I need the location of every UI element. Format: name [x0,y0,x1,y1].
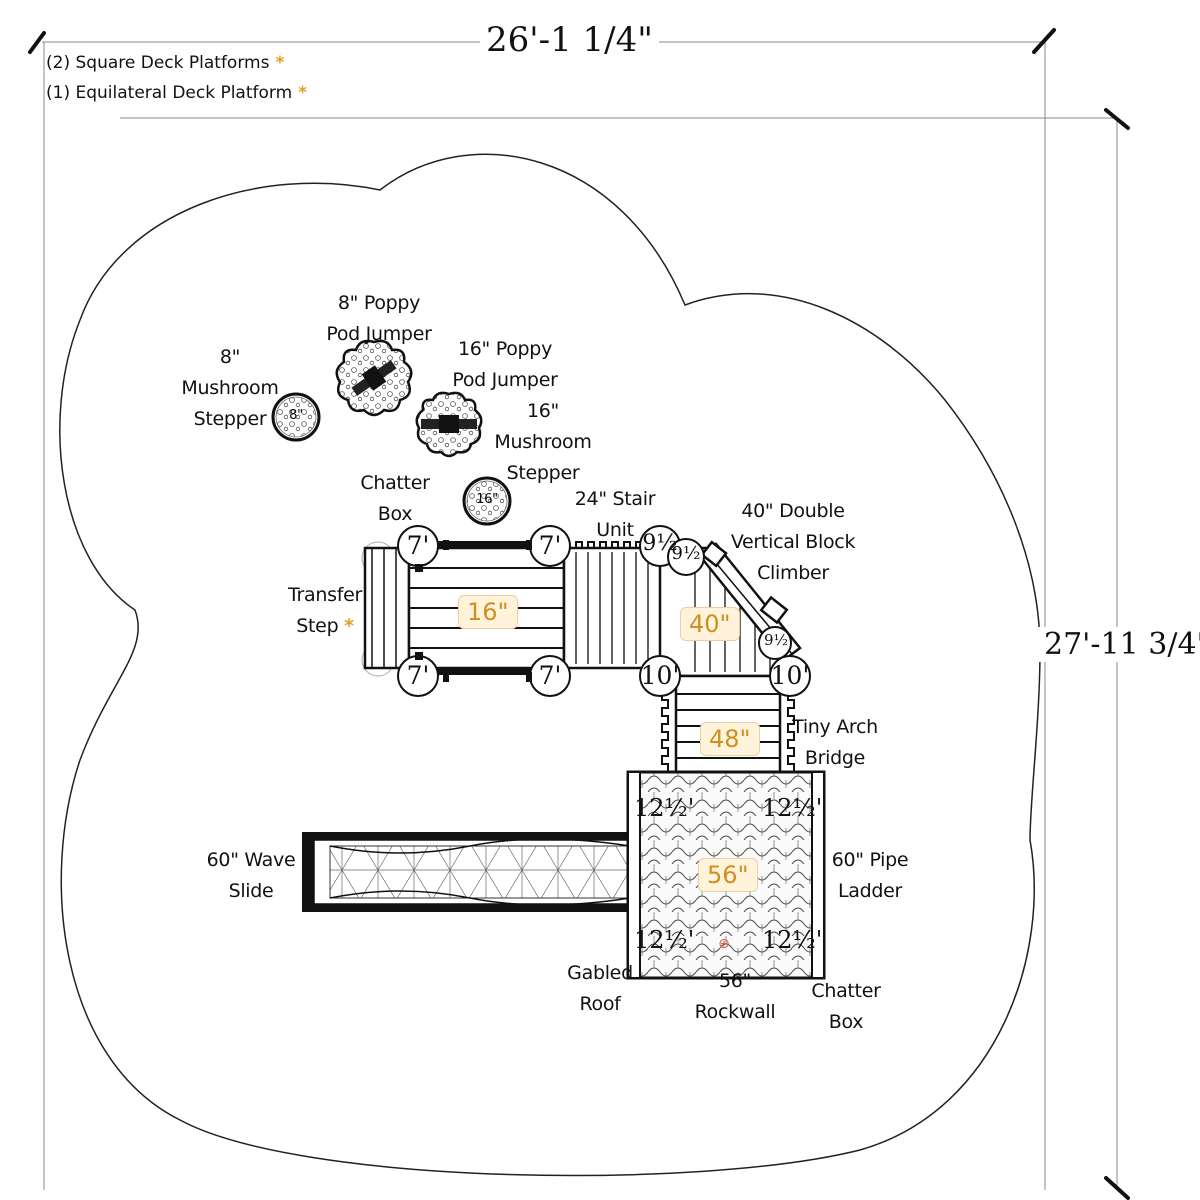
depth-dimension: 27'-11 3/4" [1038,627,1200,662]
deck-height-56: 56" [698,858,758,892]
post-clamps [415,540,532,682]
tiny-arch-bridge [661,674,795,774]
disc-label-8: 8" [289,408,303,423]
mushroom-stepper-16 [462,476,512,526]
post-height-label: 10' [770,661,810,690]
deck-height-40: 40" [680,607,740,641]
svg-text:⊕: ⊕ [718,936,730,952]
legend-item: (2) Square Deck Platforms* [46,48,307,78]
legend: (2) Square Deck Platforms* (1) Equilater… [46,48,307,108]
post-height-label: 9½ [671,543,701,564]
poppy-pod-jumper-8 [335,339,413,417]
posts [397,525,811,697]
deck-height-16: 16" [458,595,518,629]
mushroom-stepper-8 [271,392,321,442]
post-height-label: 7' [406,661,430,690]
poppy-pod-jumper-16 [415,391,483,458]
wave-slide [302,832,633,912]
label-transfer-step: Transfer Step * [288,584,362,637]
post-height-label: 12½' [634,926,695,954]
post-height-label: 12½' [762,794,823,822]
post-height-label: 7' [538,661,562,690]
post-height-label: 12½' [634,794,695,822]
transfer-step [361,541,411,677]
post-height-label: 9½ [642,531,678,556]
label-rockwall: 56"Rockwall [694,970,776,1023]
star-marker: * [298,83,308,103]
post-height-label: 9½ [763,631,789,649]
dimension-ticks [28,28,1130,1200]
star-marker: * [344,615,354,637]
post-height-label: 10' [640,661,680,690]
post-height-label: 12½' [762,926,823,954]
post-height-label: 7' [538,531,562,560]
legend-item: (1) Equilateral Deck Platform* [46,78,307,108]
post-height-label: 7' [406,531,430,560]
legend-text: (1) Equilateral Deck Platform [46,83,293,103]
deck-height-48: 48" [700,722,760,756]
width-dimension: 26'-1 1/4" [480,20,659,60]
legend-text: (2) Square Deck Platforms [46,53,270,73]
star-marker: * [275,53,285,73]
disc-label-16: 16" [476,492,498,507]
